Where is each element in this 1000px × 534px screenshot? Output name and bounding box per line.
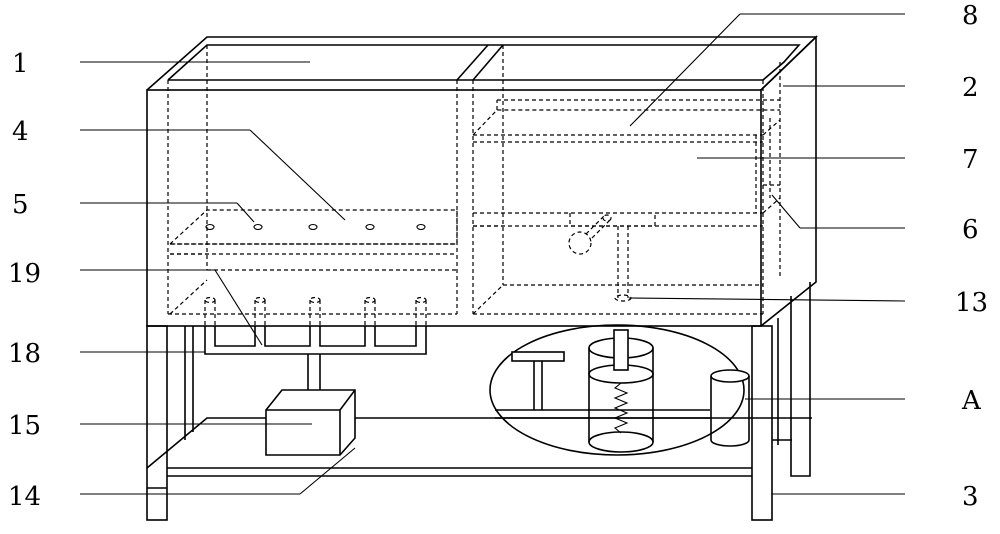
leader-lines [80, 13, 906, 495]
label-13: 13 [955, 288, 988, 318]
pump-box [265, 389, 356, 456]
frame-legs [146, 282, 812, 521]
label-8: 8 [962, 1, 979, 31]
label-5: 5 [12, 190, 29, 220]
label-4: 4 [12, 117, 29, 147]
label-3: 3 [962, 482, 979, 512]
detail-a [489, 324, 750, 456]
label-6: 6 [962, 215, 979, 245]
hidden-edges [167, 45, 781, 315]
cabinet-body [146, 35, 818, 327]
label-1: 1 [12, 49, 29, 79]
nozzles-upper [205, 223, 426, 231]
label-15: 15 [8, 411, 41, 441]
label-14: 14 [8, 482, 41, 512]
label-18: 18 [8, 339, 41, 369]
reference-labels: 1 4 5 19 18 15 14 8 2 7 6 13 A 3 [8, 1, 988, 512]
label-7: 7 [962, 145, 979, 175]
pipe-manifold [204, 296, 427, 396]
label-19: 19 [8, 259, 41, 289]
label-2: 2 [962, 73, 979, 103]
label-a: A [961, 386, 982, 416]
